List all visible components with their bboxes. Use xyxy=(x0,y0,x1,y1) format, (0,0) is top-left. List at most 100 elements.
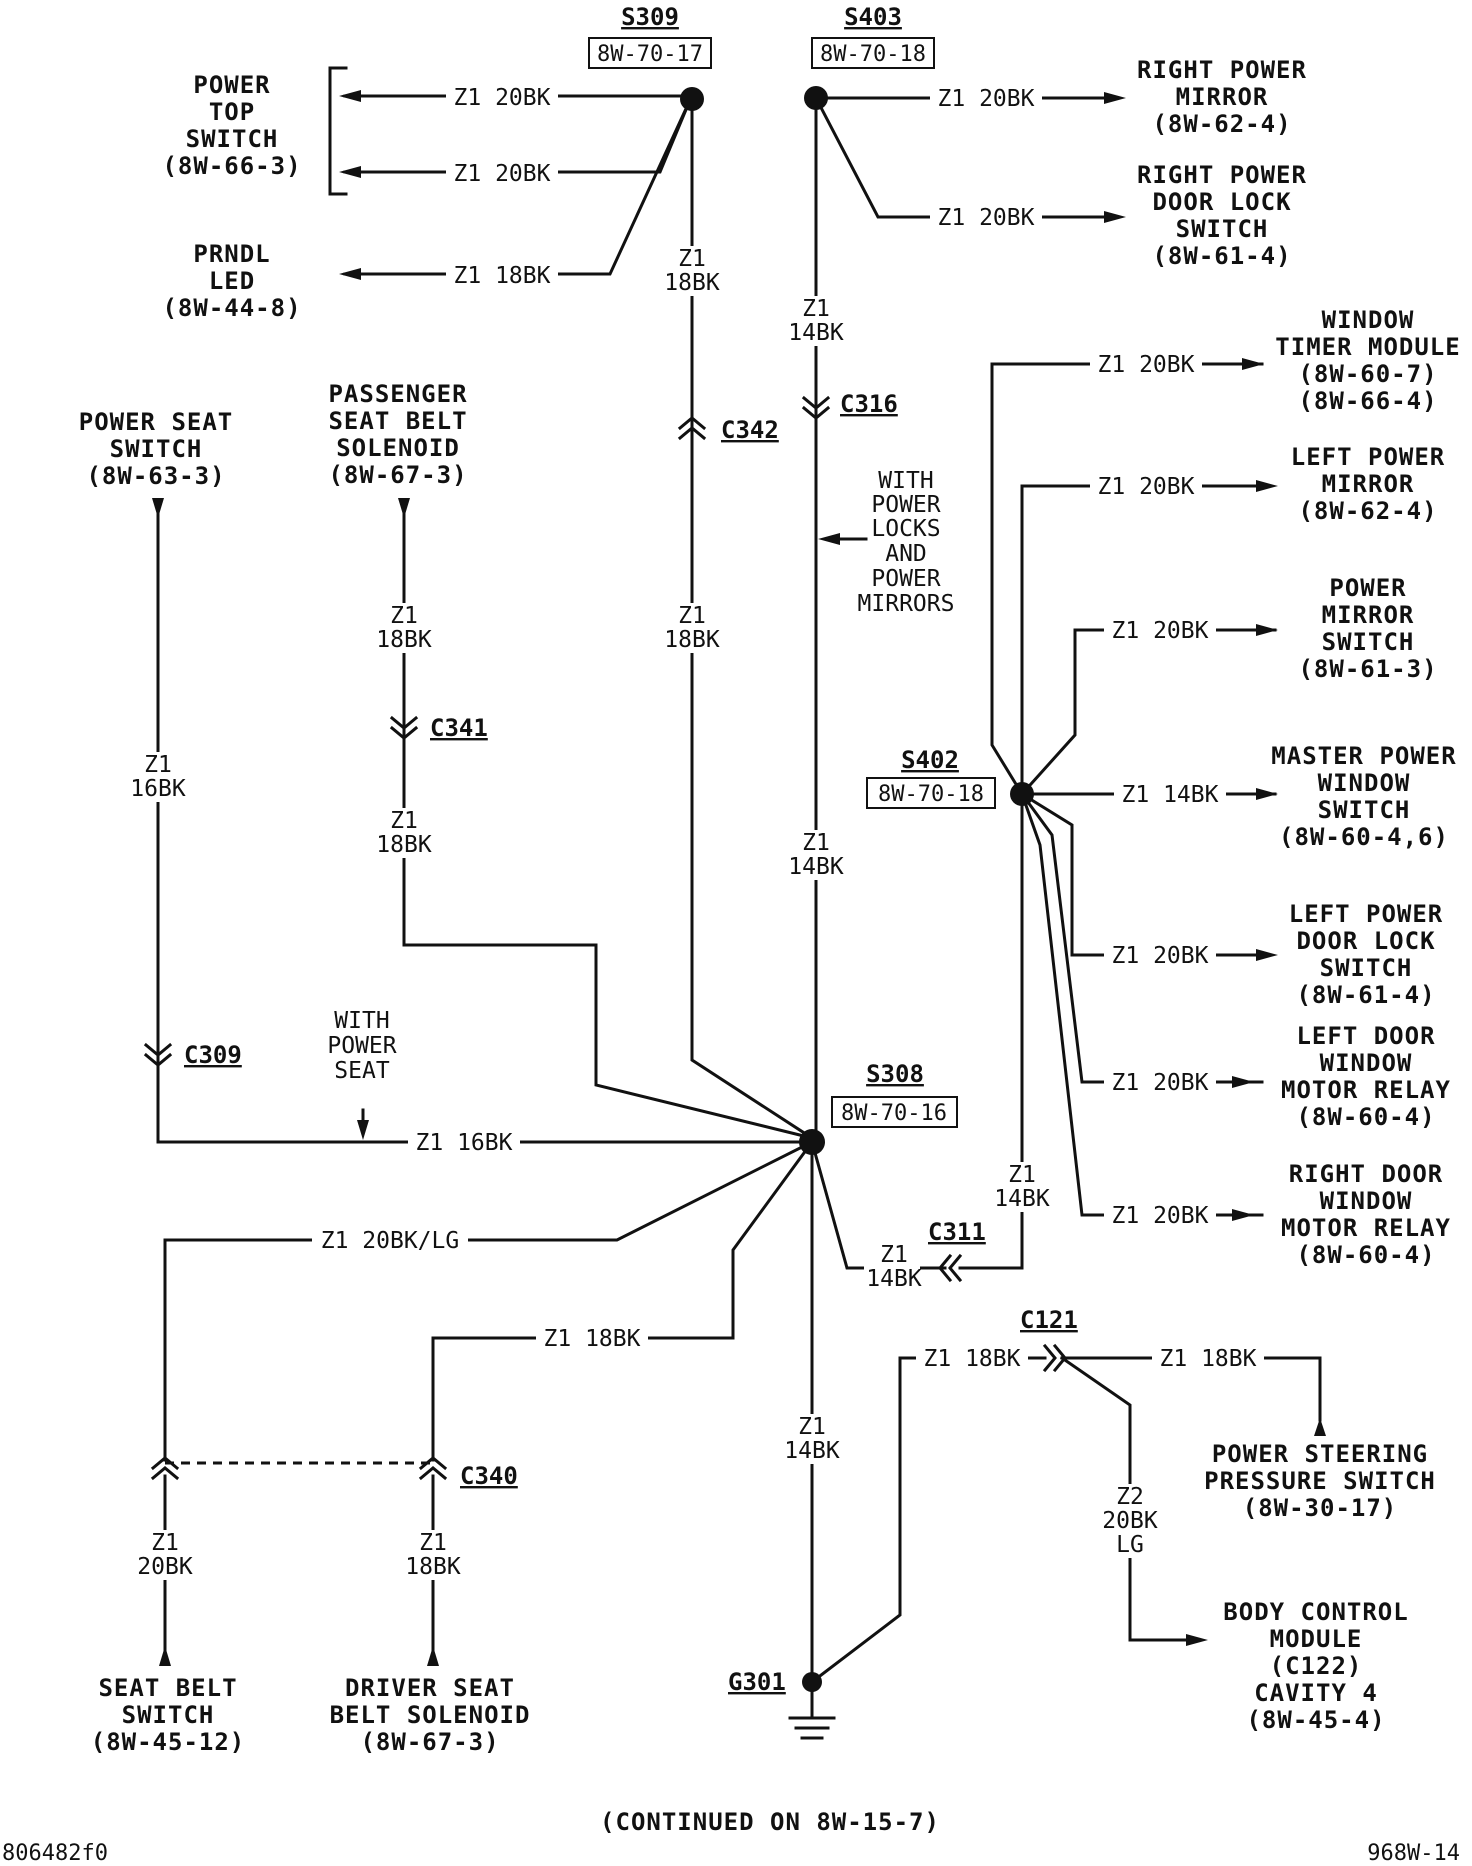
arrow-right-door-relay xyxy=(1232,1209,1254,1221)
label-dsb-v-1: Z1 xyxy=(419,1530,447,1556)
s308-node[interactable] xyxy=(799,1129,825,1155)
s402-node[interactable] xyxy=(1010,782,1034,806)
component-driver-seat-belt-solenoid[interactable]: DRIVER SEAT BELT SOLENOID (8W-67-3) xyxy=(330,1674,531,1756)
connector-labels: C342 C316 C341 C309 C311 C121 C340 G301 xyxy=(184,390,1078,1696)
label-s402-down-2: 14BK xyxy=(994,1186,1050,1212)
label-dsb-v-2: 18BK xyxy=(405,1554,461,1580)
label-right-power-mirror: Z1 20BK xyxy=(938,86,1035,112)
label-c121-left: Z1 18BK xyxy=(924,1346,1021,1372)
s308-ref: 8W-70-16 xyxy=(841,1101,947,1126)
svg-text:CAVITY 4: CAVITY 4 xyxy=(1254,1679,1378,1707)
svg-text:PRNDL: PRNDL xyxy=(193,240,270,268)
label-c121-right: Z1 18BK xyxy=(1160,1346,1257,1372)
s309-label: S309 xyxy=(621,3,679,31)
ground-symbol xyxy=(788,1680,836,1740)
svg-text:MODULE: MODULE xyxy=(1270,1625,1363,1653)
wire-power-seat-switch[interactable] xyxy=(156,503,814,1144)
notes: WITH POWER LOCKS AND POWER MIRRORS WITH … xyxy=(327,468,954,1084)
wire-right-power-door-lock[interactable] xyxy=(813,95,1112,219)
wire-seat-belt-switch[interactable] xyxy=(163,1139,815,1462)
component-power-steering-pressure-switch[interactable]: POWER STEERING PRESSURE SWITCH (8W-30-17… xyxy=(1204,1440,1436,1522)
svg-text:WINDOW: WINDOW xyxy=(1320,1049,1413,1077)
svg-text:DRIVER SEAT: DRIVER SEAT xyxy=(345,1674,515,1702)
arrow-bcm xyxy=(1186,1634,1208,1646)
label-s403-down-b-2: 14BK xyxy=(788,854,844,880)
wire-power-steering[interactable] xyxy=(1060,1356,1322,1422)
note-arrow-seat xyxy=(357,1120,369,1140)
svg-text:RIGHT POWER: RIGHT POWER xyxy=(1137,161,1307,189)
wire-prndl[interactable] xyxy=(343,98,692,276)
wire-right-door-window-relay[interactable] xyxy=(1020,792,1264,1217)
svg-text:SWITCH: SWITCH xyxy=(110,435,203,463)
g301-label: G301 xyxy=(728,1668,786,1696)
svg-text:MIRROR: MIRROR xyxy=(1322,601,1415,629)
arrow-power-steering xyxy=(1314,1418,1326,1436)
component-seat-belt-switch[interactable]: SEAT BELT SWITCH (8W-45-12) xyxy=(91,1674,246,1756)
component-left-power-mirror[interactable]: LEFT POWER MIRROR (8W-62-4) xyxy=(1291,443,1446,525)
component-power-seat-switch[interactable]: POWER SEAT SWITCH (8W-63-3) xyxy=(79,408,234,490)
svg-text:DOOR LOCK: DOOR LOCK xyxy=(1296,927,1435,955)
component-body-control-module[interactable]: BODY CONTROL MODULE (C122) CAVITY 4 (8W-… xyxy=(1223,1598,1408,1734)
svg-text:(8W-60-4): (8W-60-4) xyxy=(1296,1103,1435,1131)
continued-note[interactable]: (CONTINUED ON 8W-15-7) xyxy=(600,1808,940,1836)
splice-labels: S309 8W-70-17 S403 8W-70-18 S402 8W-70-1… xyxy=(588,3,996,1128)
component-left-door-window-motor-relay[interactable]: LEFT DOOR WINDOW MOTOR RELAY (8W-60-4) xyxy=(1281,1022,1451,1131)
c309-label: C309 xyxy=(184,1041,242,1069)
note-locks-4: AND xyxy=(885,541,927,567)
s309-node[interactable] xyxy=(680,87,704,111)
s403-ref-box xyxy=(811,37,935,69)
svg-text:RIGHT POWER: RIGHT POWER xyxy=(1137,56,1307,84)
component-prndl-led[interactable]: PRNDL LED (8W-44-8) xyxy=(162,240,301,322)
c340-right-symbol xyxy=(418,1456,448,1481)
wire-driver-solenoid[interactable] xyxy=(431,1139,815,1462)
svg-text:SWITCH: SWITCH xyxy=(122,1701,215,1729)
component-left-power-door-lock-switch[interactable]: LEFT POWER DOOR LOCK SWITCH (8W-61-4) xyxy=(1289,900,1444,1009)
svg-text:(8W-67-3): (8W-67-3) xyxy=(360,1728,499,1756)
g301-node[interactable] xyxy=(802,1672,822,1692)
c341-label: C341 xyxy=(430,714,488,742)
label-s402-down-1: Z1 xyxy=(1008,1162,1036,1188)
label-seat-switch-1: Z1 xyxy=(144,752,172,778)
arrow-left-door-relay xyxy=(1232,1076,1254,1088)
component-right-door-window-motor-relay[interactable]: RIGHT DOOR WINDOW MOTOR RELAY (8W-60-4) xyxy=(1281,1160,1451,1269)
note-locks-2: POWER xyxy=(871,492,940,518)
svg-text:(8W-45-12): (8W-45-12) xyxy=(91,1728,246,1756)
s403-node[interactable] xyxy=(804,86,828,110)
arrow-power-mirror-switch xyxy=(1256,624,1278,636)
c342-symbol xyxy=(677,416,707,441)
note-locks-1: WITH xyxy=(878,468,933,494)
wire-left-door-window-relay[interactable] xyxy=(1019,791,1264,1084)
svg-text:LED: LED xyxy=(209,267,255,295)
wire-passenger-solenoid[interactable] xyxy=(402,503,814,1140)
label-sbs-v-1: Z1 xyxy=(151,1530,179,1556)
c316-symbol xyxy=(801,395,831,420)
label-pass-solenoid-b-2: 18BK xyxy=(376,832,432,858)
wire-g301-c121[interactable] xyxy=(809,1356,1047,1685)
wire-power-mirror-switch[interactable] xyxy=(1019,628,1277,797)
footer-right-code: 968W-14 xyxy=(1367,1841,1460,1866)
component-right-power-mirror[interactable]: RIGHT POWER MIRROR (8W-62-4) xyxy=(1137,56,1307,138)
component-master-power-window-switch[interactable]: MASTER POWER WINDOW SWITCH (8W-60-4,6) xyxy=(1271,742,1456,851)
svg-text:WINDOW: WINDOW xyxy=(1322,306,1415,334)
component-power-top-switch[interactable]: POWER TOP SWITCH (8W-66-3) xyxy=(162,71,301,180)
svg-text:TOP: TOP xyxy=(209,98,255,126)
top-switch-bracket xyxy=(328,66,348,196)
arrow-window-timer xyxy=(1242,358,1264,370)
label-bcm-v-2: 20BK xyxy=(1102,1508,1158,1534)
component-window-timer-module[interactable]: WINDOW TIMER MODULE (8W-60-7) (8W-66-4) xyxy=(1275,306,1460,415)
svg-text:(8W-60-4): (8W-60-4) xyxy=(1296,1241,1435,1269)
svg-text:(8W-63-3): (8W-63-3) xyxy=(86,462,225,490)
label-seat-switch-2: 16BK xyxy=(130,776,186,802)
wire-s402-down[interactable] xyxy=(958,792,1024,1270)
c340-left-symbol xyxy=(150,1456,180,1481)
component-right-power-door-lock-switch[interactable]: RIGHT POWER DOOR LOCK SWITCH (8W-61-4) xyxy=(1137,161,1307,270)
svg-text:(8W-30-17): (8W-30-17) xyxy=(1243,1494,1398,1522)
arrow-right-power-door-lock xyxy=(1104,211,1126,223)
s402-label: S402 xyxy=(901,746,959,774)
component-power-mirror-switch[interactable]: POWER MIRROR SWITCH (8W-61-3) xyxy=(1298,574,1437,683)
component-passenger-seat-belt-solenoid[interactable]: PASSENGER SEAT BELT SOLENOID (8W-67-3) xyxy=(328,380,467,489)
svg-text:WINDOW: WINDOW xyxy=(1320,1187,1413,1215)
svg-text:DOOR LOCK: DOOR LOCK xyxy=(1152,188,1291,216)
wire-window-timer-module[interactable] xyxy=(990,362,1264,797)
